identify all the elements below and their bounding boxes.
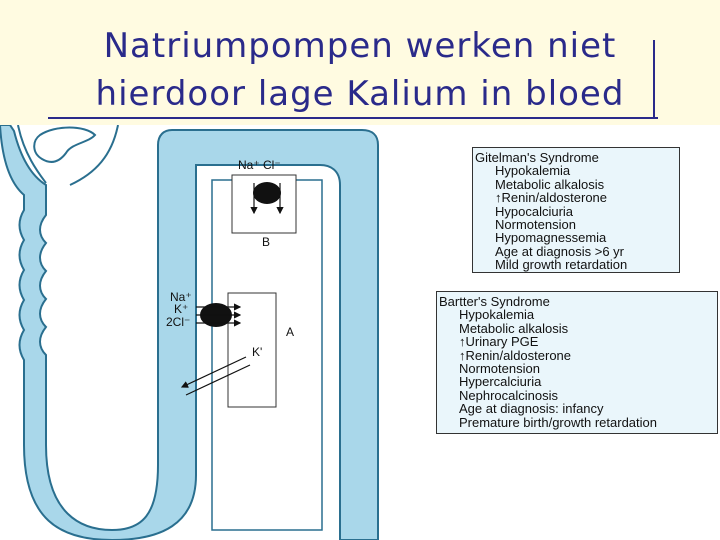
gitelman-box: Gitelman's Syndrome Hypokalemia Metaboli… — [472, 147, 680, 273]
gitelman-item: Mild growth retardation — [473, 258, 679, 271]
slide-title: Natriumpompen werken niet hierdoor lage … — [60, 22, 660, 118]
bartter-item: Age at diagnosis: infancy — [437, 402, 717, 415]
bartter-heading: Bartter's Syndrome — [437, 295, 717, 308]
k-channel-label: K' — [252, 345, 262, 359]
title-underline — [48, 117, 658, 119]
title-line-1: Natriumpompen werken niet — [60, 22, 660, 70]
gitelman-item: ↑Renin/aldosterone — [473, 191, 679, 204]
bartter-item: Premature birth/growth retardation — [437, 416, 717, 429]
pump-b-transporter — [253, 182, 281, 204]
pump-b-ions-label: Na⁺ Cl⁻ — [238, 158, 281, 172]
gitelman-item: Metabolic alkalosis — [473, 178, 679, 191]
bartter-item: ↑Renin/aldosterone — [437, 349, 717, 362]
bartter-box: Bartter's Syndrome Hypokalemia Metabolic… — [436, 291, 718, 434]
bartter-item: ↑Urinary PGE — [437, 335, 717, 348]
gitelman-item: Hypomagnessemia — [473, 231, 679, 244]
bowman-capsule — [34, 128, 95, 162]
pump-a-ion-cl: 2Cl⁻ — [166, 315, 190, 329]
pump-b-label: B — [262, 235, 270, 249]
bartter-item: Hypercalciuria — [437, 375, 717, 388]
gitelman-item: Hypocalciuria — [473, 205, 679, 218]
title-line-2: hierdoor lage Kalium in bloed — [60, 70, 660, 118]
bartter-item: Normotension — [437, 362, 717, 375]
gitelman-item: Age at diagnosis >6 yr — [473, 245, 679, 258]
gitelman-item: Normotension — [473, 218, 679, 231]
pump-a-ion-k: K⁺ — [174, 302, 188, 316]
nephron-diagram — [0, 125, 440, 540]
gitelman-item: Hypokalemia — [473, 164, 679, 177]
bartter-item: Hypokalemia — [437, 308, 717, 321]
title-side-rule — [653, 40, 655, 119]
gitelman-heading: Gitelman's Syndrome — [473, 151, 679, 164]
pump-a-label: A — [286, 325, 294, 339]
bartter-item: Metabolic alkalosis — [437, 322, 717, 335]
bartter-item: Nephrocalcinosis — [437, 389, 717, 402]
